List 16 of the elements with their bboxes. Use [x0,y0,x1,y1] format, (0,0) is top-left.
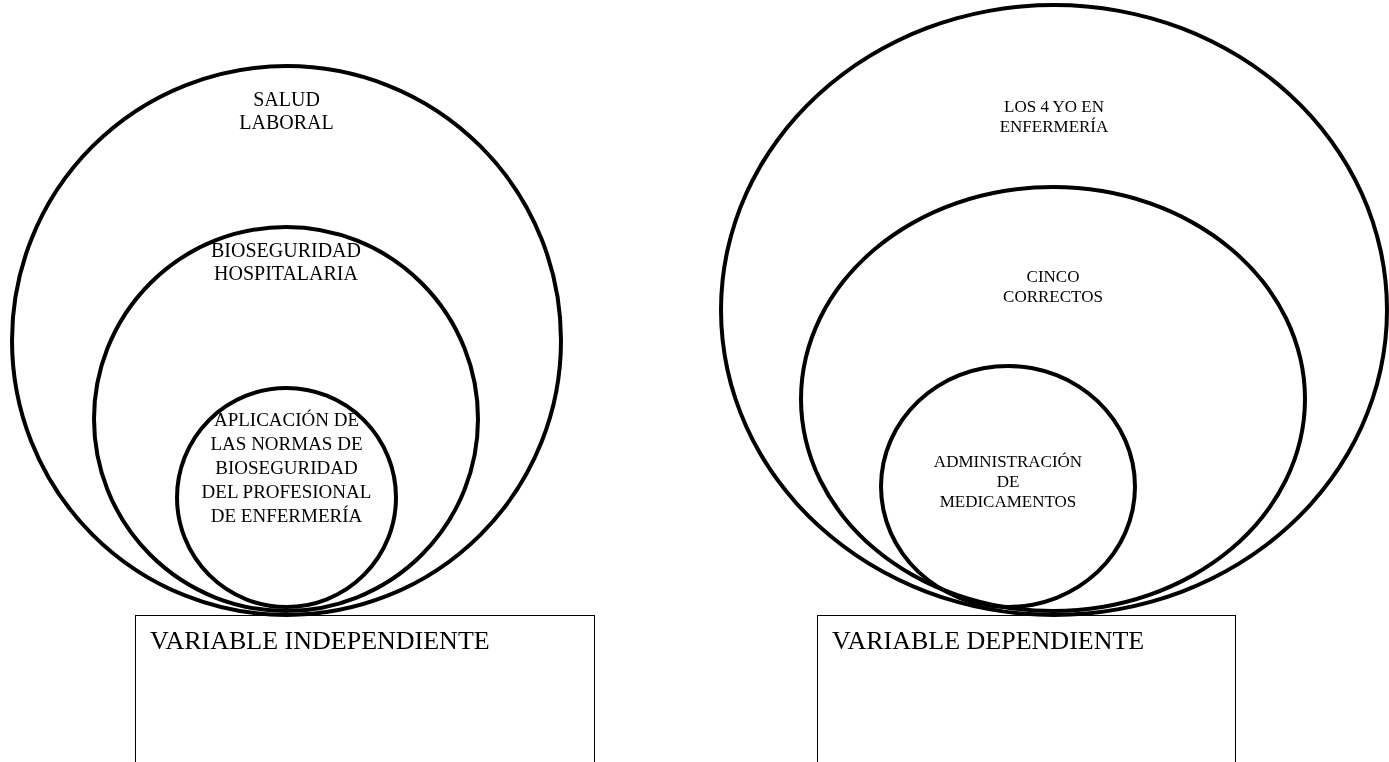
concept-circle [10,64,563,617]
circle-label: SALUD LABORAL [238,88,335,134]
variable-label: VARIABLE INDEPENDIENTE [150,626,490,656]
variable-label: VARIABLE DEPENDIENTE [832,626,1145,656]
concept-circle [799,185,1307,613]
circle-label: CINCO CORRECTOS [1002,267,1104,307]
concept-circle [175,386,398,609]
circle-label: LOS 4 YO EN ENFERMERÍA [998,97,1110,137]
concept-circle [719,3,1389,617]
concept-circle [879,364,1137,609]
variable-box [817,615,1236,762]
circle-label: ADMINISTRACIÓN DE MEDICAMENTOS [933,452,1083,512]
circle-label: APLICACIÓN DE LAS NORMAS DE BIOSEGURIDAD DEL PROFESIONAL DE ENFERMERÍA [201,408,372,528]
variable-box [135,615,595,762]
concept-circle [92,225,480,613]
circle-label: BIOSEGURIDAD HOSPITALARIA [210,239,362,285]
